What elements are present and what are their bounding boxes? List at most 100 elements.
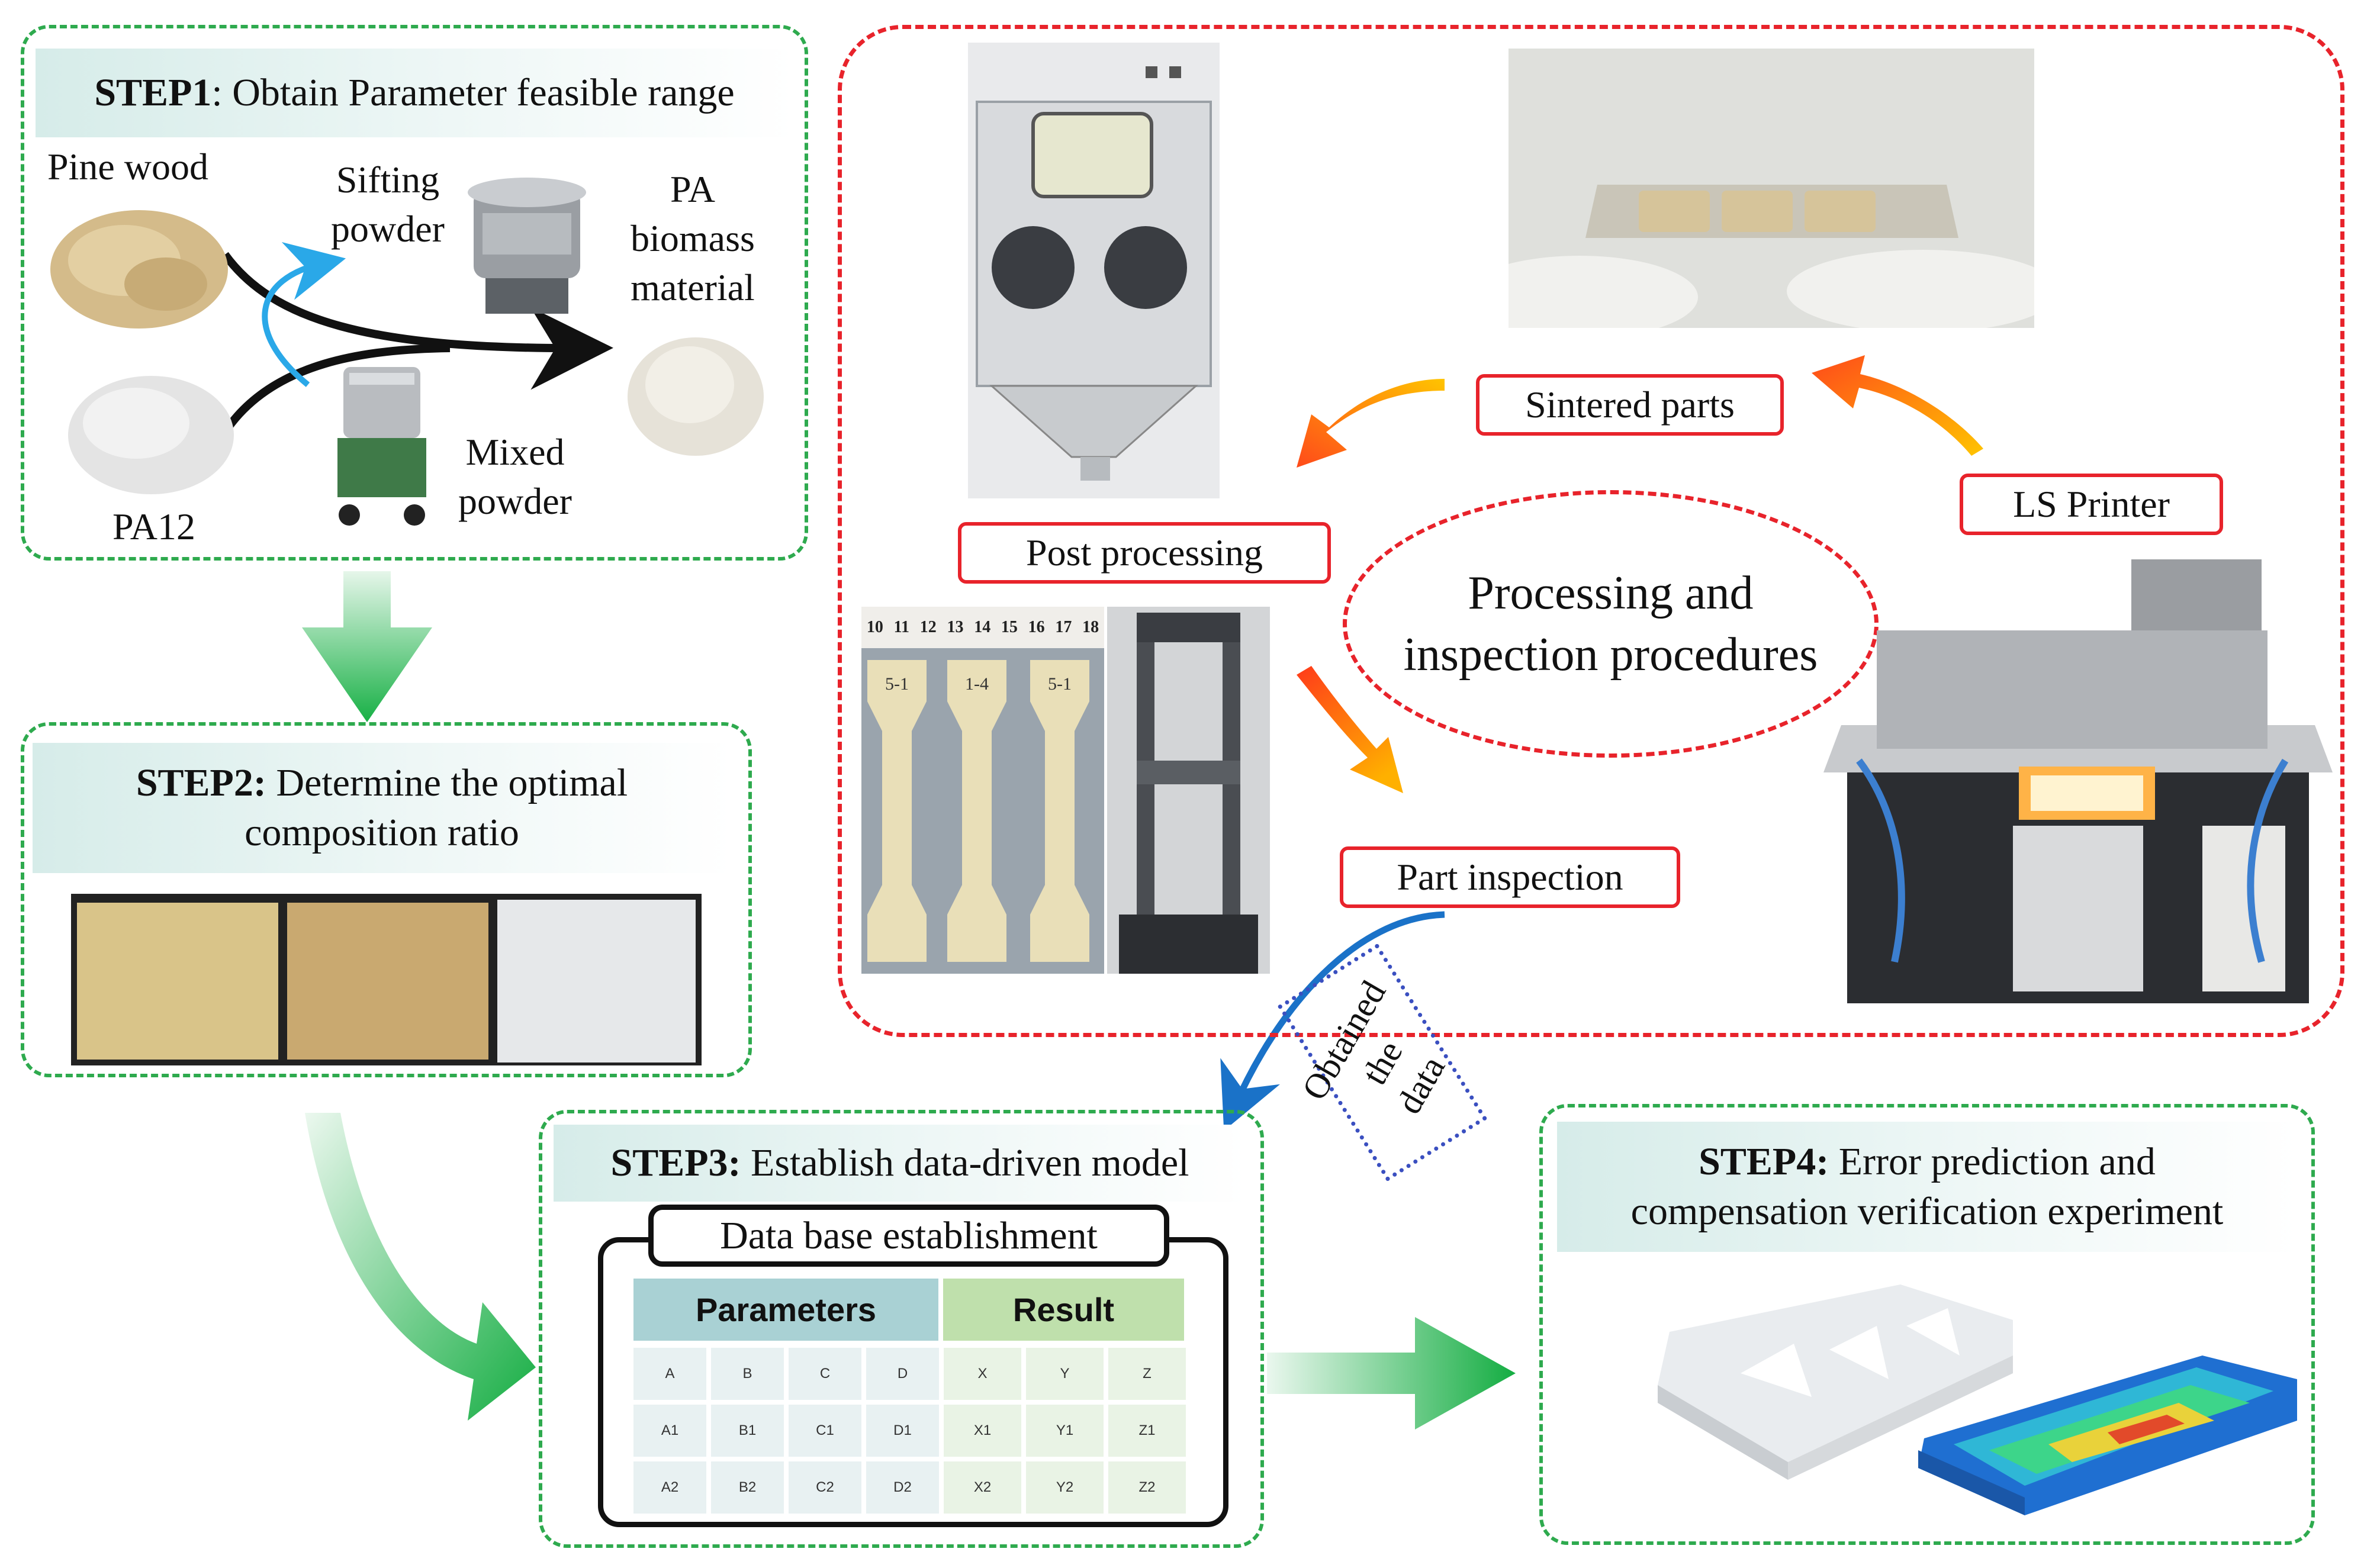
- step2-title-line1: Determine the optimal: [266, 761, 628, 804]
- tensile-tester-image: [1107, 607, 1270, 974]
- table-cell: Z2: [1108, 1461, 1186, 1514]
- pa-biomass-image: [622, 314, 770, 462]
- arrow-sintered-to-post: [1297, 379, 1445, 468]
- step2-title-bold: STEP2:: [136, 761, 266, 804]
- step1-panel: [21, 25, 808, 561]
- printed-part-image: [1652, 1284, 2019, 1480]
- sifter-machine-image: [456, 166, 598, 326]
- pa-biomass-line3: material: [631, 266, 755, 309]
- table-cell: Y1: [1026, 1405, 1104, 1457]
- arrow-post-to-inspection: [1297, 666, 1403, 793]
- arrow-step1-to-step2: [302, 571, 432, 722]
- database-label: Data base establishment: [648, 1205, 1169, 1267]
- merge-arrow-top: [221, 252, 613, 390]
- sifting-line1: Sifting: [336, 159, 440, 201]
- sample-1-image: [77, 903, 278, 1060]
- ls-printer-image: [1823, 548, 2333, 1003]
- result-header: Result: [943, 1279, 1184, 1341]
- sample-3-image: [497, 900, 696, 1062]
- arrow-inspection-to-step3: [1220, 911, 1445, 1131]
- procedures-line2: inspection procedures: [1403, 629, 1818, 681]
- post-processing-label: Post processing: [958, 522, 1331, 584]
- step4-title-line1: Error prediction and: [1829, 1139, 2156, 1183]
- ls-printer-label: LS Printer: [1960, 474, 2223, 535]
- step4-title: STEP4: Error prediction and compensation…: [1557, 1122, 2297, 1252]
- arrow-step2-to-step3: [305, 1113, 536, 1421]
- step1-title-text: : Obtain Parameter feasible range: [211, 70, 735, 114]
- ruler-tick: 13: [947, 618, 964, 636]
- table-cell: C2: [789, 1461, 861, 1514]
- database-table: Parameters Result A B C D X Y Z A1 B1 C1…: [633, 1279, 1186, 1514]
- post-processing-machine-image: [968, 43, 1220, 498]
- parameters-header: Parameters: [633, 1279, 938, 1341]
- specimen-mark: 5-1: [1048, 674, 1072, 694]
- process-panel: [838, 25, 2344, 1037]
- mixed-powder-label: Mixed powder: [438, 427, 592, 526]
- mixer-machine-image: [320, 355, 438, 533]
- arrow-step3-to-step4: [1267, 1317, 1516, 1429]
- table-cell: C1: [789, 1405, 861, 1457]
- table-cell: Z: [1108, 1348, 1186, 1400]
- table-cell: X2: [944, 1461, 1021, 1514]
- step1-title: STEP1: Obtain Parameter feasible range: [36, 49, 793, 137]
- step3-panel: [539, 1110, 1264, 1548]
- ruler-tick: 11: [893, 618, 910, 636]
- table-cell: D: [866, 1348, 939, 1400]
- sample-2-image: [287, 903, 488, 1060]
- table-cell: D1: [866, 1405, 939, 1457]
- mixed-line2: powder: [458, 480, 572, 523]
- step4-title-bold: STEP4:: [1699, 1139, 1829, 1183]
- table-cell: B1: [711, 1405, 784, 1457]
- ruler-tick: 10: [866, 618, 883, 636]
- ruler-tick: 18: [1082, 618, 1099, 636]
- pa12-label: PA12: [112, 506, 195, 548]
- procedures-ellipse: Processing and inspection procedures: [1343, 490, 1879, 758]
- table-cell: Y2: [1026, 1461, 1104, 1514]
- sifting-arrow: [262, 242, 346, 387]
- procedures-line1: Processing and: [1468, 567, 1754, 619]
- part-inspection-label: Part inspection: [1340, 846, 1680, 908]
- table-cell: A2: [633, 1461, 706, 1514]
- step4-title-line2: compensation verification experiment: [1630, 1190, 2224, 1233]
- sintered-parts-image: [1509, 49, 2034, 328]
- step2-title: STEP2: Determine the optimal composition…: [33, 743, 731, 873]
- table-cell: B2: [711, 1461, 784, 1514]
- table-cell: A: [633, 1348, 706, 1400]
- error-map-part-image: [1918, 1356, 2303, 1515]
- ruler-tick: 17: [1055, 618, 1072, 636]
- step4-panel: [1539, 1104, 2315, 1545]
- procedures-text: Processing and inspection procedures: [1404, 562, 1818, 685]
- ruler-tick: 16: [1028, 618, 1045, 636]
- tensile-specimens-image: 10 11 12 13 14 15 16 17 18 5-1 1-4 5-1: [861, 607, 1104, 974]
- step2-title-line2: composition ratio: [245, 811, 519, 854]
- pa-biomass-line1: PA: [670, 168, 715, 210]
- table-cell: X1: [944, 1405, 1021, 1457]
- pa-biomass-line2: biomass: [631, 217, 755, 260]
- step1-title-bold: STEP1: [94, 70, 212, 114]
- sifting-powder-label: Sifting powder: [320, 155, 456, 253]
- ruler: 10 11 12 13 14 15 16 17 18: [861, 607, 1104, 648]
- table-cell: C: [789, 1348, 861, 1400]
- composition-samples-strip: [71, 894, 702, 1065]
- specimen-mark: 1-4: [965, 674, 989, 694]
- pine-wood-label: Pine wood: [47, 146, 208, 188]
- pa-biomass-label: PA biomass material: [616, 165, 770, 313]
- sintered-parts-label: Sintered parts: [1476, 374, 1784, 436]
- step3-title-text: Establish data-driven model: [741, 1141, 1189, 1184]
- step3-title-bold: STEP3:: [610, 1141, 741, 1184]
- table-cell: X: [944, 1348, 1021, 1400]
- ruler-tick: 12: [919, 618, 937, 636]
- sifting-line2: powder: [331, 208, 445, 250]
- table-cell: A1: [633, 1405, 706, 1457]
- ruler-tick: 14: [974, 618, 991, 636]
- pine-wood-image: [47, 201, 231, 331]
- mixed-line1: Mixed: [465, 431, 565, 473]
- arrow-printer-to-sintered: [1812, 355, 1983, 456]
- table-cell: D2: [866, 1461, 939, 1514]
- ruler-tick: 15: [1001, 618, 1018, 636]
- step2-panel: [21, 722, 752, 1077]
- specimen-mark: 5-1: [885, 674, 909, 694]
- merge-arrow-bottom: [221, 344, 451, 434]
- pa12-image: [65, 367, 237, 497]
